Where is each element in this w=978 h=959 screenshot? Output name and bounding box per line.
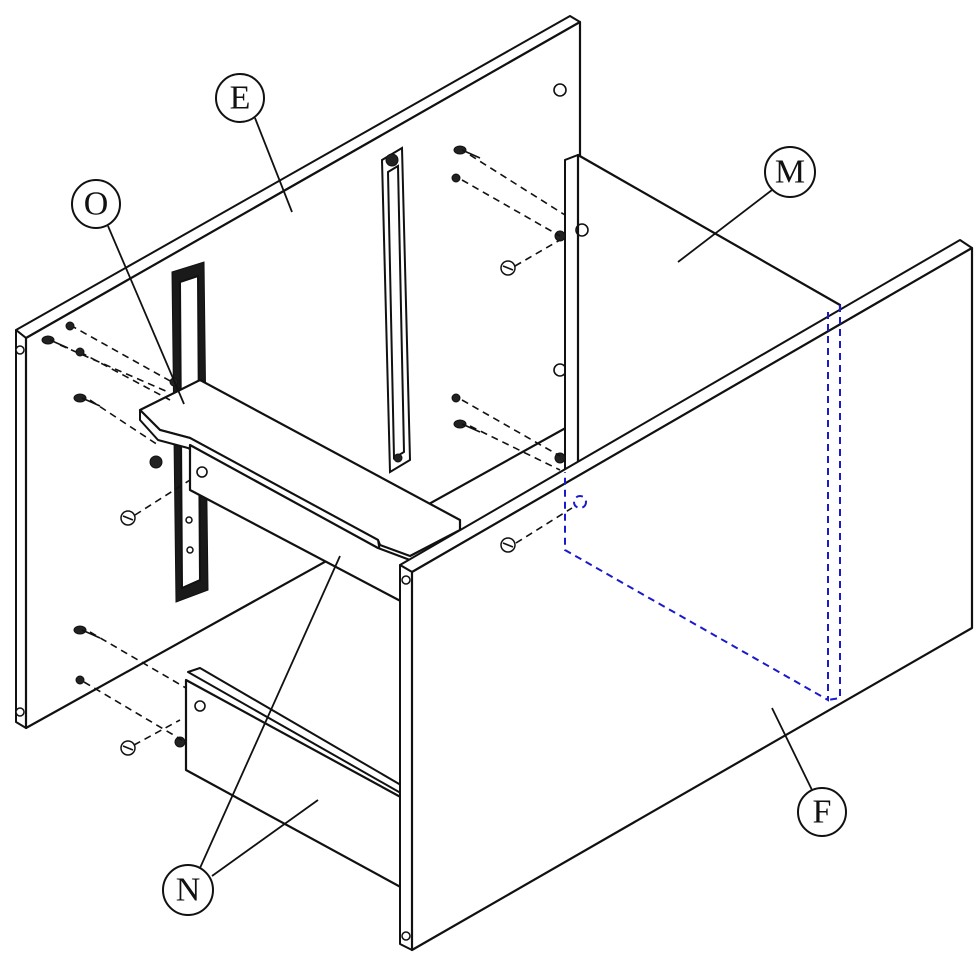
dowel-icon [75, 347, 85, 357]
screw-icon [73, 625, 101, 639]
callout-f-label: F [813, 794, 832, 831]
dowel-icon [65, 321, 75, 331]
hardware-group [41, 145, 573, 756]
callout-m-label: M [775, 154, 805, 191]
callout-f: F [797, 787, 847, 837]
cam-lock-icon [120, 740, 136, 756]
dowel-icon [451, 393, 461, 403]
screw-icon [41, 335, 69, 349]
cam-lock-icon [120, 510, 136, 526]
callout-o-label: O [84, 186, 109, 223]
screw-icon [453, 419, 481, 433]
cam-lock-icon [500, 537, 516, 553]
screw-icon [73, 393, 101, 407]
dowel-icon [75, 675, 85, 685]
dowel-icon [451, 173, 461, 183]
panel-f [399, 239, 974, 952]
cam-lock-icon [500, 260, 516, 276]
hidden-edges [564, 305, 841, 702]
callout-o: O [71, 179, 121, 229]
callout-n: N [162, 864, 214, 916]
callout-e: E [215, 73, 265, 123]
callout-leaders [107, 117, 813, 877]
drawer-slide-center [380, 146, 412, 474]
callout-n-label: N [176, 872, 201, 909]
screw-icon [453, 145, 481, 159]
callout-m: M [764, 146, 816, 198]
callout-e-label: E [230, 80, 251, 117]
panel-n-lower [174, 667, 408, 892]
